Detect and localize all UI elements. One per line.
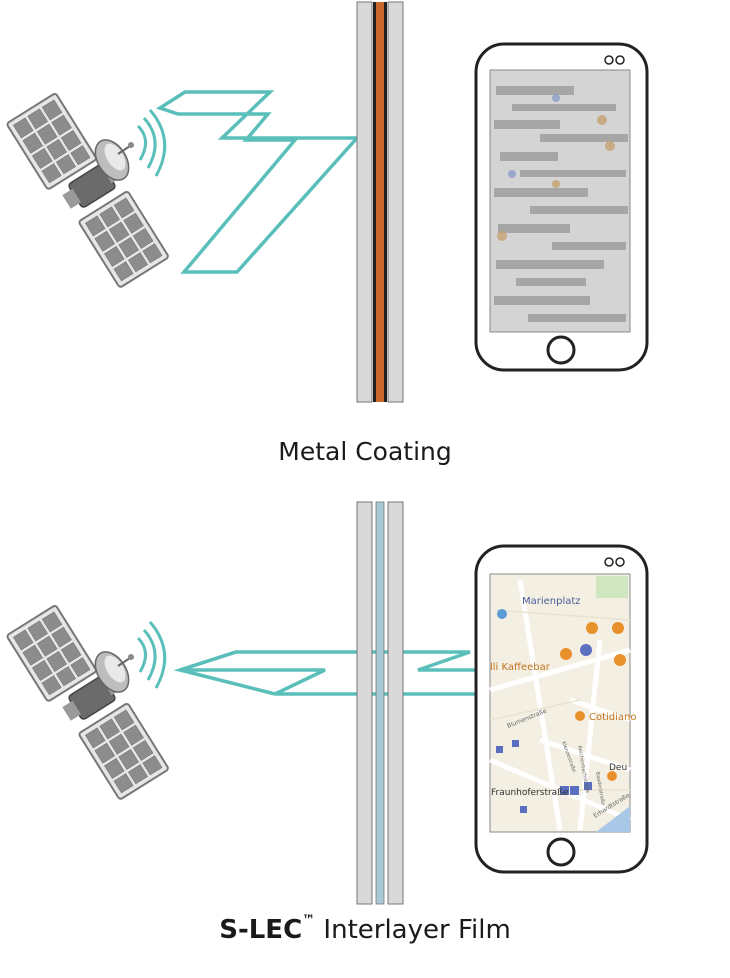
map-label-cotidiano: Cotidiano: [589, 712, 637, 723]
top-panel: [4, 1, 649, 403]
smartphone-icon: Marienplatz lli Kaffeebar Cotidiano Frau…: [474, 544, 649, 874]
map-label-deu: Deu: [609, 763, 627, 773]
reflected-signal: [155, 90, 361, 274]
map-label-fraunhofer: Fraunhoferstraße: [491, 788, 569, 798]
bottom-panel: Marienplatz lli Kaffeebar Cotidiano Frau…: [4, 501, 649, 905]
map-label-kaffeebar: lli Kaffeebar: [490, 662, 551, 673]
map-label-baader: Baaderstraße: [594, 771, 606, 805]
caption-rest: Interlayer Film: [315, 915, 511, 945]
map-screen: Marienplatz lli Kaffeebar Cotidiano Frau…: [489, 573, 637, 833]
satellite-icon: [4, 91, 171, 290]
caption-slec-interlayer: S-LEC™ Interlayer Film: [0, 913, 730, 945]
caption-brand: S-LEC: [219, 915, 303, 945]
smartphone-icon: [474, 42, 649, 372]
no-signal-screen: [489, 69, 631, 333]
trademark-mark: ™: [302, 913, 316, 929]
caption-metal-coating: Metal Coating: [278, 437, 452, 466]
glass-pane-interlayer: [356, 501, 404, 905]
glass-pane-metal: [356, 1, 404, 403]
map-pin-icon: [496, 609, 626, 813]
map-label-marienplatz: Marienplatz: [522, 596, 581, 607]
satellite-icon: [4, 603, 171, 802]
